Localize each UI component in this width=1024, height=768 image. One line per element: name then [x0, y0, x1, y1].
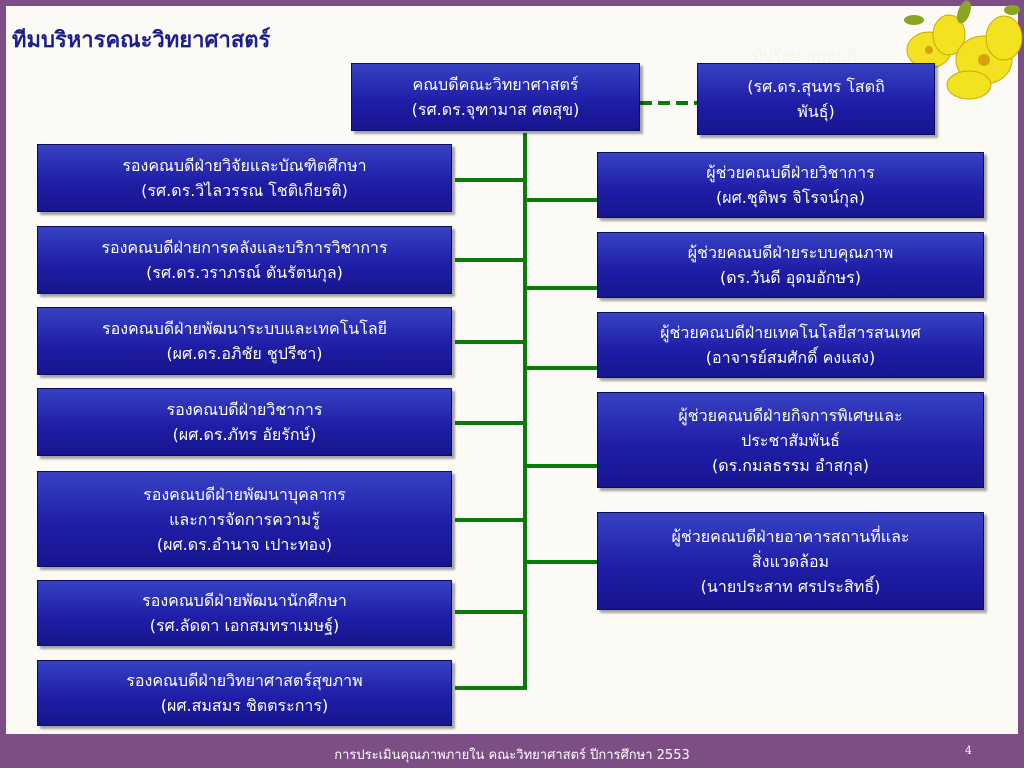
vice-dean-title: รองคณบดีฝ่ายพัฒนาบุคลากร	[143, 484, 346, 504]
assistant-dean-box-3: ผู้ช่วยคณบดีฝ่ายเทคโนโลยีสารสนเทศ (อาจาร…	[597, 312, 984, 378]
footer-text: การประเมินคุณภาพภายใน คณะวิทยาศาสตร์ ปีก…	[334, 748, 690, 763]
assistant-dean-title: ผู้ช่วยคณบดีฝ่ายกิจการพิเศษและ	[678, 405, 903, 425]
vice-dean-box-1: รองคณบดีฝ่ายวิจัยและบัณฑิตศึกษา (รศ.ดร.ว…	[37, 144, 452, 212]
assistant-dean-title: ผู้ช่วยคณบดีฝ่ายวิชาการ	[706, 163, 875, 182]
vice-dean-title-cont: และการจัดการความรู้	[169, 509, 320, 529]
vice-dean-title: รองคณบดีฝ่ายวิจัยและบัณฑิตศึกษา	[122, 156, 367, 175]
page-title: ทีมบริหารคณะวิทยาศาสตร์	[12, 28, 271, 53]
vice-dean-box-7: รองคณบดีฝ่ายวิทยาศาสตร์สุขภาพ (ผศ.สมสมร …	[37, 660, 452, 726]
assistant-dean-box-2: ผู้ช่วยคณบดีฝ่ายระบบคุณภาพ (ดร.วันดี อุด…	[597, 232, 984, 298]
vice-dean-name: (ผศ.ดร.อภิชัย ชูปรีชา)	[166, 344, 323, 363]
assistant-dean-title-cont: สิ่งแวดล้อม	[751, 551, 830, 571]
vice-dean-name: (รศ.ดร.วราภรณ์ ตันรัตนกุล)	[146, 263, 343, 282]
assistant-dean-name: (ดร.วันดี อุดมอักษร)	[720, 268, 861, 287]
vice-dean-box-4: รองคณบดีฝ่ายวิชาการ (ผศ.ดร.ภัทร อัยรักษ์…	[37, 388, 452, 456]
vice-dean-title: รองคณบดีฝ่ายการคลังและบริการวิชาการ	[101, 238, 388, 257]
advisor-box: (รศ.ดร.สุนทร โสตถิ พันธุ์)	[697, 63, 935, 135]
assistant-dean-name: (นายประสาท ศรประสิทธิ์)	[700, 576, 881, 596]
vice-dean-box-5: รองคณบดีฝ่ายพัฒนาบุคลากร และการจัดการควา…	[37, 471, 452, 567]
vice-dean-box-6: รองคณบดีฝ่ายพัฒนานักศึกษา (รศ.ลัดดา เอกส…	[37, 580, 452, 646]
vice-dean-name: (ผศ.สมสมร ชิตตระการ)	[160, 696, 329, 715]
assistant-dean-name: (ดร.กมลธรรม อำสกุล)	[711, 455, 870, 475]
dean-box: คณบดีคณะวิทยาศาสตร์ (รศ.ดร.จุฑามาส ศตสุข…	[351, 63, 640, 131]
vice-dean-name: (ผศ.ดร.ภัทร อัยรักษ์)	[172, 425, 317, 444]
vice-dean-name: (รศ.ลัดดา เอกสมทราเมษฐ์)	[149, 616, 340, 635]
assistant-dean-title: ผู้ช่วยคณบดีฝ่ายระบบคุณภาพ	[687, 243, 894, 262]
dean-title: คณบดีคณะวิทยาศาสตร์	[412, 75, 579, 94]
vice-dean-title: รองคณบดีฝ่ายวิชาการ	[166, 400, 323, 419]
vice-dean-title: รองคณบดีฝ่ายวิทยาศาสตร์สุขภาพ	[126, 671, 363, 690]
assistant-dean-name: (ผศ.ชุติพร จิโรจน์กุล)	[716, 188, 865, 207]
assistant-dean-box-4: ผู้ช่วยคณบดีฝ่ายกิจการพิเศษและ ประชาสัมพ…	[597, 392, 984, 488]
advisor-name-line1: (รศ.ดร.สุนทร โสตถิ	[747, 77, 885, 96]
vice-dean-title: รองคณบดีฝ่ายพัฒนานักศึกษา	[142, 591, 347, 610]
assistant-dean-box-1: ผู้ช่วยคณบดีฝ่ายวิชาการ (ผศ.ชุติพร จิโรจ…	[597, 152, 984, 218]
assistant-dean-title: ผู้ช่วยคณบดีฝ่ายอาคารสถานที่และ	[671, 526, 910, 546]
assistant-dean-title: ผู้ช่วยคณบดีฝ่ายเทคโนโลยีสารสนเทศ	[660, 323, 921, 342]
footer-bar	[0, 736, 1024, 768]
vice-dean-box-3: รองคณบดีฝ่ายพัฒนาระบบและเทคโนโลยี (ผศ.ดร…	[37, 307, 452, 375]
flower-icon	[904, 0, 1023, 100]
vice-dean-name: (ผศ.ดร.อำนาจ เปาะทอง)	[156, 534, 333, 554]
assistant-dean-box-5: ผู้ช่วยคณบดีฝ่ายอาคารสถานที่และ สิ่งแวดล…	[597, 512, 984, 610]
vice-dean-name: (รศ.ดร.วิไลวรรณ โชติเกียรติ)	[141, 181, 348, 200]
advisor-name-line2: พันธุ์)	[797, 102, 835, 121]
page-number: 4	[965, 744, 972, 757]
vice-dean-box-2: รองคณบดีฝ่ายการคลังและบริการวิชาการ (รศ.…	[37, 226, 452, 294]
assistant-dean-name: (อาจารย์สมศักดิ์ คงแสง)	[705, 348, 876, 367]
vice-dean-title: รองคณบดีฝ่ายพัฒนาระบบและเทคโนโลยี	[102, 319, 387, 338]
assistant-dean-title-cont: ประชาสัมพันธ์	[741, 430, 840, 450]
dean-name: (รศ.ดร.จุฑามาส ศตสุข)	[411, 100, 580, 119]
advisor-heading: ที่ปรึกษาคณบดี	[752, 46, 857, 65]
